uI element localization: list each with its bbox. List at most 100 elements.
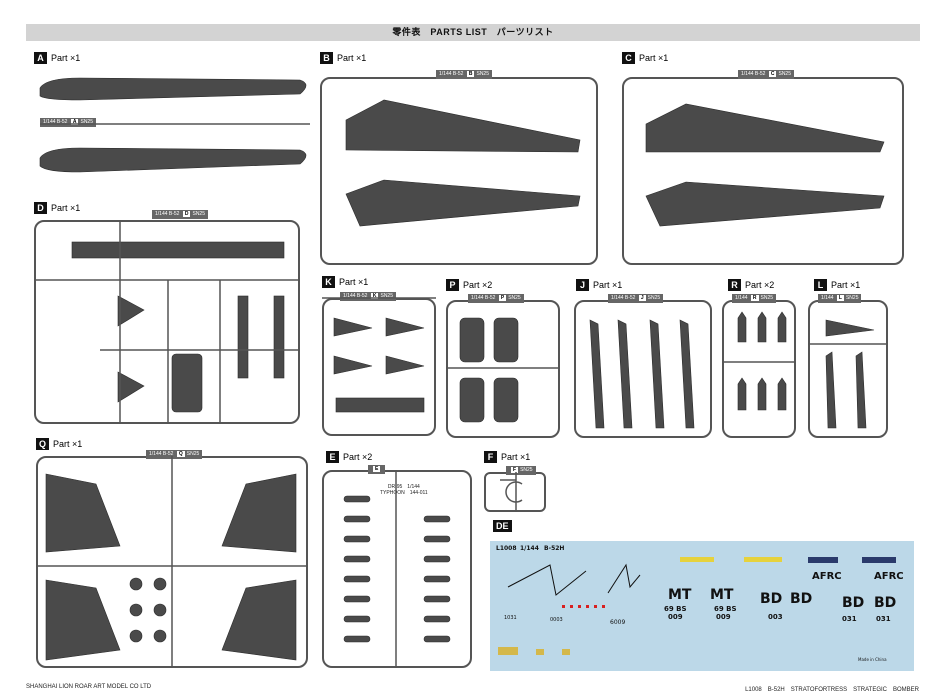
sprue-letter: L (814, 279, 827, 291)
flap-lower-right (221, 579, 297, 661)
bomb-bay-part (71, 241, 285, 259)
decal-made-in: Made in China (858, 657, 887, 662)
sprue-count: Part ×2 (745, 280, 775, 290)
decal-walkway-line-2 (607, 563, 641, 594)
nacelle-3 (459, 377, 485, 423)
decal-bd-1: BD (760, 591, 783, 607)
sprue-e-info-line1: DR-95 1/144 (387, 484, 420, 490)
sprue-label-r: R Part ×2 (728, 279, 774, 291)
decal-mt-1: MT (668, 587, 692, 603)
tag-code: SN25 (192, 211, 205, 217)
sprue-count: Part ×1 (831, 280, 861, 290)
sprue-label-d: D Part ×1 (34, 202, 80, 214)
sprue-letter: E (326, 451, 339, 463)
decal-031-1: 031 (842, 615, 857, 623)
tag-letter: Q (176, 451, 185, 457)
sprue-e-info: DR-95 1/144 TYPHOON 144-011 (380, 484, 428, 496)
sprue-letter: Q (36, 438, 50, 450)
sprue-letter: D (34, 202, 47, 214)
sprue-count: Part ×1 (51, 53, 81, 63)
decal-6009: 6009 (610, 619, 626, 626)
decal-model: B-52H (544, 545, 565, 552)
sprue-letter: K (322, 276, 335, 288)
runners (36, 123, 888, 668)
decal-afrc-2: AFRC (874, 571, 904, 582)
decal-walkway-line-1 (507, 564, 587, 596)
tag-code: SN25 (380, 293, 393, 299)
tag-code: SN25 (647, 295, 661, 301)
decal-003: 003 (768, 613, 783, 621)
sprue-e-frame (322, 470, 472, 668)
tag-code: SN25 (186, 451, 200, 457)
flap-upper-left (45, 473, 121, 553)
tag-letter: B (466, 71, 475, 77)
wheel (153, 603, 167, 617)
strut-right (273, 295, 285, 379)
decal-009-1: 009 (668, 613, 683, 621)
tag-letter: D (182, 211, 191, 217)
sprue-count: Part ×1 (51, 203, 81, 213)
tag-letter: C (768, 71, 777, 77)
tag-code: SN25 (845, 295, 859, 301)
decal-mt-2: MT (710, 587, 734, 603)
sprue-count: Part ×1 (593, 280, 623, 290)
sprue-e-info-line2: TYPHOON 144-011 (380, 490, 428, 496)
decal-afrc-1: AFRC (812, 571, 842, 582)
wheel (153, 577, 167, 591)
sprue-count: Part ×1 (639, 53, 669, 63)
sprue-letter: R (728, 279, 741, 291)
nacelle-2 (493, 317, 519, 363)
wing-c-lower (645, 181, 885, 227)
tag-code: SN25 (520, 467, 533, 473)
decal-artwork (498, 557, 896, 655)
decal-bd-4: BD (874, 595, 897, 611)
sprue-d-frame (34, 220, 300, 424)
wing-c-upper (645, 103, 885, 153)
sprue-letter: P (446, 279, 459, 291)
tag-letter: J (638, 295, 646, 301)
tag-letter: L (836, 295, 844, 301)
missile-parts (737, 311, 787, 411)
sprue-letter: DE (493, 520, 512, 532)
wing-b-lower (345, 179, 581, 227)
tag-code: SN25 (80, 119, 93, 125)
tag-letter: A (70, 119, 79, 125)
footer-product: L1008 B-52H STRATOFORTRESS STRATEGIC BOM… (745, 687, 919, 693)
sprue-letter: F (484, 451, 497, 463)
wheel (129, 577, 143, 591)
decal-bd-2: BD (790, 591, 813, 607)
tail-surfaces (333, 317, 425, 375)
footer-company: SHANGHAI LION ROAR ART MODEL CO LTD (26, 684, 152, 690)
tag-letter: P (498, 295, 507, 301)
decal-sheet: L1008 1/144 B-52H USAF AFRC AFRC MT MT B… (490, 541, 914, 671)
tag-letter: R (750, 295, 759, 301)
strut-left (237, 295, 249, 379)
cockpit-tub (171, 353, 203, 413)
decal-0003: 0003 (550, 617, 563, 623)
decal-badge-icons (498, 647, 570, 655)
decal-scale: 1/144 (520, 545, 539, 552)
sprue-letter: B (320, 52, 333, 64)
tag-code: SN25 (508, 295, 521, 301)
wheel (129, 603, 143, 617)
sprue-label-de: DE (493, 520, 512, 532)
sprue-count: Part ×1 (501, 452, 531, 462)
nacelle-4 (493, 377, 519, 423)
decal-tail-bands (808, 557, 896, 563)
